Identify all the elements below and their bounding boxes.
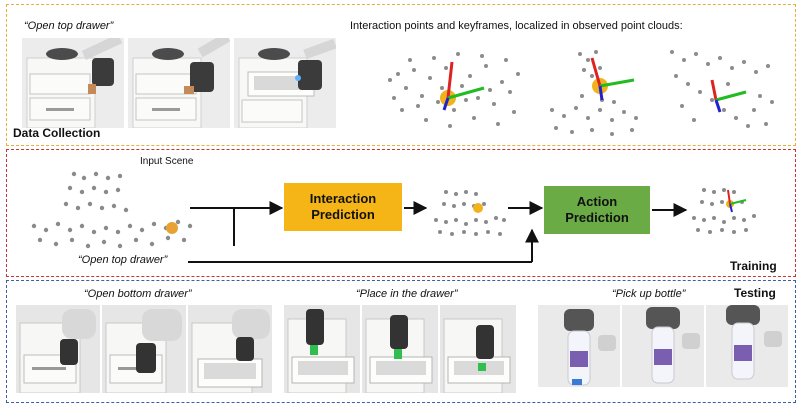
training-instruction: “Open top drawer” (78, 254, 168, 266)
data-collection-panel (6, 4, 796, 146)
photo-open-bottom-drawer-1 (16, 305, 100, 393)
input-scene-point-cloud (26, 166, 196, 256)
testing-label: Testing (734, 286, 776, 300)
keyframes-caption: Interaction points and keyframes, locali… (350, 20, 683, 32)
photo-open-bottom-drawer-2 (102, 305, 186, 393)
testing-panel (6, 280, 796, 403)
photo-pick-up-bottle-2 (622, 305, 704, 387)
photo-open-top-drawer-3 (234, 38, 336, 128)
training-label: Training (730, 259, 777, 273)
point-cloud-keyframe-1 (380, 40, 530, 140)
action-output-point-cloud (690, 184, 774, 236)
photo-place-in-drawer-2 (362, 305, 438, 393)
task-open-bottom-drawer: “Open bottom drawer” (84, 288, 192, 300)
data-collection-instruction: “Open top drawer” (24, 20, 114, 32)
point-cloud-keyframe-3 (664, 40, 784, 140)
photo-pick-up-bottle-1 (538, 305, 620, 387)
photo-pick-up-bottle-3 (706, 305, 788, 387)
action-prediction-box: Action Prediction (544, 186, 650, 234)
interaction-prediction-box: Interaction Prediction (284, 183, 402, 231)
task-place-in-drawer: “Place in the drawer” (356, 288, 458, 300)
data-collection-label: Data Collection (13, 126, 101, 140)
photo-open-top-drawer-1 (22, 38, 124, 128)
task-pick-up-bottle: “Pick up bottle” (612, 288, 686, 300)
training-panel (6, 149, 796, 277)
point-cloud-keyframe-2 (542, 40, 652, 140)
photo-open-top-drawer-2 (128, 38, 230, 128)
input-scene-label: Input Scene (140, 156, 194, 167)
photo-place-in-drawer-3 (440, 305, 516, 393)
photo-place-in-drawer-1 (284, 305, 360, 393)
interaction-output-point-cloud (432, 186, 508, 238)
photo-open-bottom-drawer-3 (188, 305, 272, 393)
